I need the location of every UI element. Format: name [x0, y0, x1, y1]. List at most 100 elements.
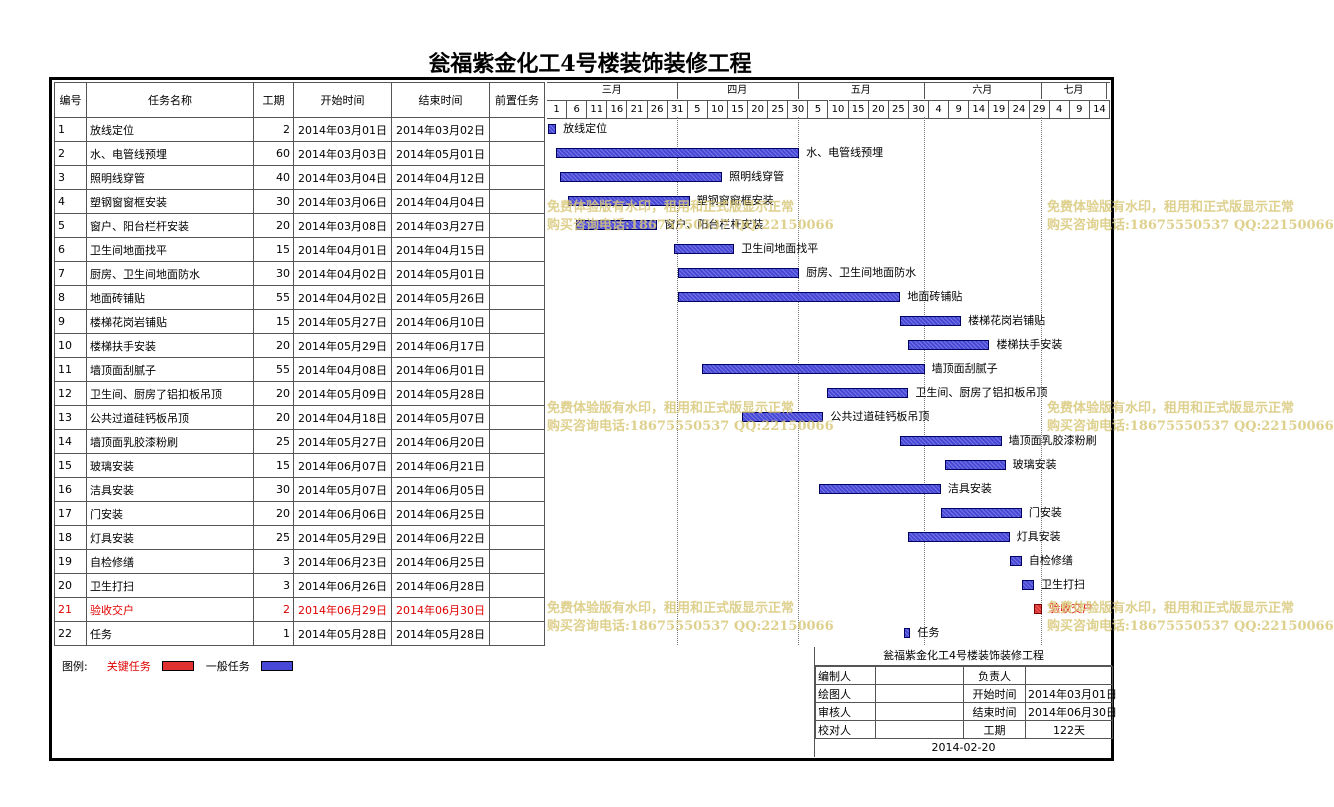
task-duration: 20 [253, 501, 294, 526]
task-duration: 1 [253, 621, 294, 646]
task-bar[interactable] [576, 220, 658, 230]
task-predecessor [489, 573, 545, 598]
task-end: 2014年05月07日 [391, 405, 490, 430]
col-header-end[interactable]: 结束时间 [391, 82, 490, 118]
task-bar[interactable] [568, 196, 690, 206]
task-bar[interactable] [900, 436, 1002, 446]
day-tick: 25 [768, 100, 789, 119]
task-bar[interactable] [908, 532, 1010, 542]
task-bar[interactable] [944, 460, 1006, 470]
task-duration: 15 [253, 309, 294, 334]
task-start: 2014年03月04日 [293, 165, 392, 190]
task-bar-label: 卫生间地面找平 [741, 242, 819, 255]
watermark-text: 免费体验版有水印，租用和正式版显示正常 [1047, 401, 1295, 416]
task-name: 卫生间、厨房了铝扣板吊顶 [86, 381, 254, 406]
task-bar[interactable] [1034, 604, 1043, 614]
task-bar[interactable] [908, 340, 990, 350]
task-bar-label: 墙顶面刮腻子 [931, 362, 998, 375]
day-tick: 9 [949, 100, 970, 119]
task-name: 照明线穿管 [86, 165, 254, 190]
task-duration: 3 [253, 573, 294, 598]
legend-label: 图例: [62, 660, 88, 673]
task-bar[interactable] [819, 484, 941, 494]
task-bar[interactable] [677, 268, 800, 278]
task-duration: 3 [253, 549, 294, 574]
task-name: 洁具安装 [86, 477, 254, 502]
task-predecessor [489, 189, 545, 214]
task-bar[interactable] [904, 628, 911, 638]
task-bar[interactable] [742, 412, 824, 422]
task-bar[interactable] [677, 292, 901, 302]
day-tick: 14 [1089, 100, 1110, 119]
task-id: 11 [54, 357, 87, 382]
watermark-text: 免费体验版有水印，租用和正式版显示正常 [547, 401, 795, 416]
task-bar[interactable] [560, 172, 723, 182]
task-predecessor [489, 429, 545, 454]
task-bar[interactable] [940, 508, 1022, 518]
col-header-predecessor[interactable]: 前置任务 [489, 82, 545, 118]
col-header-id[interactable]: 编号 [54, 82, 87, 118]
day-tick: 1 [547, 100, 568, 119]
task-bar-label: 自检修缮 [1028, 554, 1073, 567]
task-bar[interactable] [701, 364, 925, 374]
info-label: 工期 [963, 720, 1026, 739]
task-end: 2014年06月22日 [391, 525, 490, 550]
day-tick: 4 [1049, 100, 1070, 119]
task-bar[interactable] [1021, 580, 1034, 590]
task-start: 2014年03月01日 [293, 117, 392, 142]
task-name: 墙顶面刮腻子 [86, 357, 254, 382]
day-tick: 26 [647, 100, 668, 119]
col-header-start[interactable]: 开始时间 [293, 82, 392, 118]
watermark-text: 购买咨询电话:18675550537 QQ:22150066 [547, 419, 834, 434]
task-bar[interactable] [673, 244, 735, 254]
task-bar[interactable] [556, 148, 800, 158]
task-bar[interactable] [548, 124, 557, 134]
task-bar[interactable] [900, 316, 962, 326]
month-divider [798, 117, 800, 645]
task-start: 2014年04月02日 [293, 285, 392, 310]
info-label: 结束时间 [963, 702, 1026, 721]
task-duration: 30 [253, 261, 294, 286]
month-header: 四月 [677, 83, 800, 99]
task-name: 玻璃安装 [86, 453, 254, 478]
task-bar-label: 卫生间、厨房了铝扣板吊顶 [915, 386, 1048, 399]
task-start: 2014年05月09日 [293, 381, 392, 406]
task-bar[interactable] [1009, 556, 1022, 566]
task-predecessor [489, 621, 545, 646]
day-tick: 5 [687, 100, 708, 119]
task-id: 16 [54, 477, 87, 502]
task-name: 灯具安装 [86, 525, 254, 550]
task-start: 2014年03月08日 [293, 213, 392, 238]
col-header-name[interactable]: 任务名称 [86, 82, 254, 118]
task-bar-label: 墙顶面乳胶漆粉刷 [1008, 434, 1097, 447]
month-header: 五月 [798, 83, 925, 99]
task-end: 2014年05月01日 [391, 141, 490, 166]
task-start: 2014年04月02日 [293, 261, 392, 286]
col-header-duration[interactable]: 工期 [253, 82, 294, 118]
task-bar[interactable] [827, 388, 909, 398]
info-title: 瓮福紫金化工4号楼装饰装修工程 [815, 647, 1112, 666]
